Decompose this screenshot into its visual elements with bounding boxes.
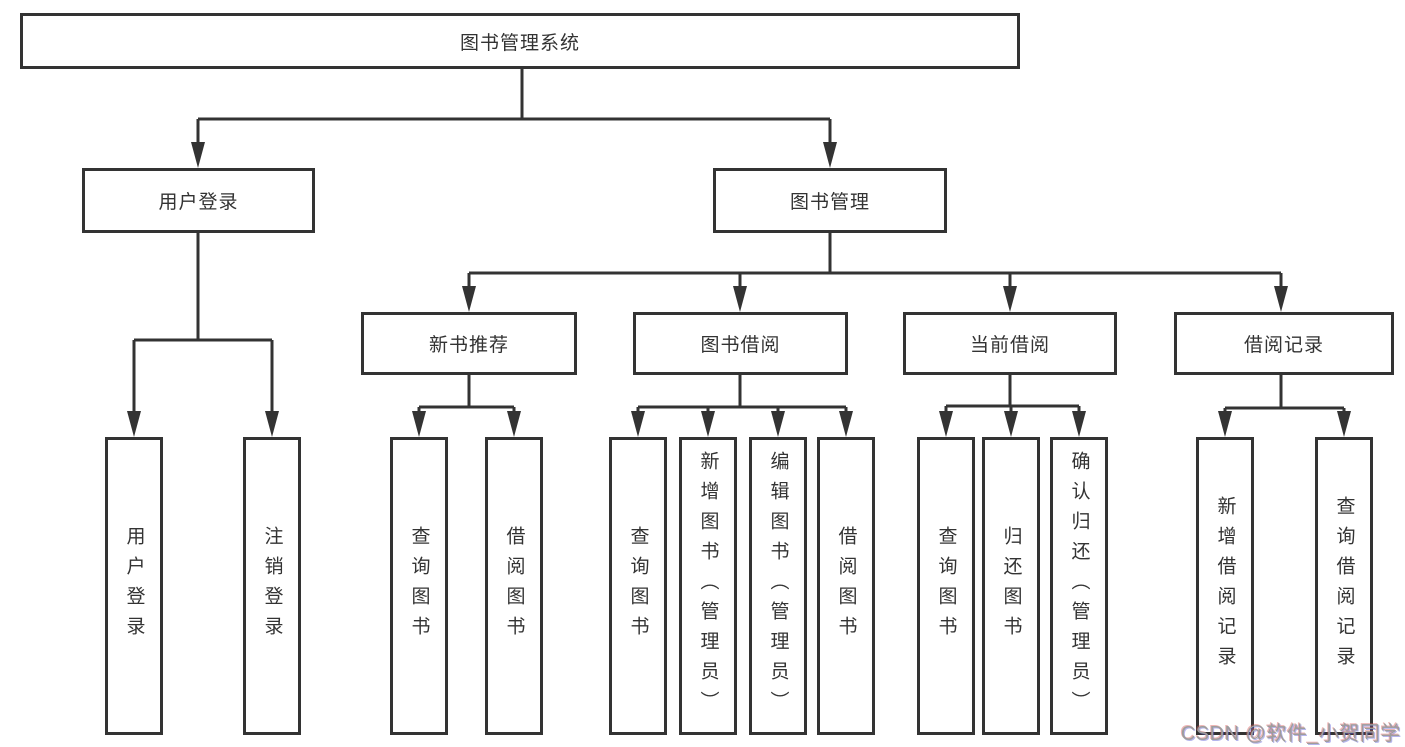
node-book-borrow: 图书借阅: [633, 312, 848, 375]
leaf-confirm-return-admin-label: 确认归还（管理员）: [1068, 451, 1090, 721]
leaf-query-books-borrow-label: 查询图书: [627, 526, 649, 646]
node-user-login-module: 用户登录: [82, 168, 315, 233]
leaf-query-borrow-record-label: 查询借阅记录: [1333, 496, 1355, 676]
leaf-query-books-current-label: 查询图书: [935, 526, 957, 646]
leaf-query-books-recommend: 查询图书: [390, 437, 448, 735]
leaf-add-borrow-record: 新增借阅记录: [1196, 437, 1254, 735]
leaf-borrow-books-recommend-label: 借阅图书: [503, 526, 525, 646]
leaf-return-books-label: 归还图书: [1000, 526, 1022, 646]
leaf-logout-label: 注销登录: [261, 526, 283, 646]
node-borrow-records-label: 借阅记录: [1243, 335, 1324, 356]
node-book-borrow-label: 图书借阅: [700, 335, 781, 356]
leaf-edit-book-admin: 编辑图书（管理员）: [749, 437, 807, 735]
leaf-user-login: 用户登录: [105, 437, 163, 735]
node-library-system: 图书管理系统: [20, 13, 1020, 69]
leaf-query-borrow-record: 查询借阅记录: [1315, 437, 1373, 735]
node-user-login-module-label: 用户登录: [158, 192, 239, 213]
leaf-borrow-books: 借阅图书: [817, 437, 875, 735]
watermark-text: CSDN @软件_小贺同学: [1180, 723, 1401, 745]
leaf-return-books: 归还图书: [982, 437, 1040, 735]
leaf-add-borrow-record-label: 新增借阅记录: [1214, 496, 1236, 676]
node-book-management-module: 图书管理: [713, 168, 947, 233]
leaf-borrow-books-label: 借阅图书: [835, 526, 857, 646]
leaf-edit-book-admin-label: 编辑图书（管理员）: [767, 451, 789, 721]
leaf-user-login-label: 用户登录: [123, 526, 145, 646]
node-new-book-recommend: 新书推荐: [361, 312, 577, 375]
leaf-query-books-current: 查询图书: [917, 437, 975, 735]
leaf-query-books-recommend-label: 查询图书: [408, 526, 430, 646]
node-borrow-records: 借阅记录: [1174, 312, 1394, 375]
node-book-management-module-label: 图书管理: [789, 192, 870, 213]
leaf-logout: 注销登录: [243, 437, 301, 735]
node-current-borrow-label: 当前借阅: [969, 335, 1050, 356]
node-new-book-recommend-label: 新书推荐: [428, 335, 509, 356]
leaf-add-book-admin: 新增图书（管理员）: [679, 437, 737, 735]
leaf-confirm-return-admin: 确认归还（管理员）: [1050, 437, 1108, 735]
node-library-system-label: 图书管理系统: [459, 32, 580, 54]
leaf-borrow-books-recommend: 借阅图书: [485, 437, 543, 735]
node-current-borrow: 当前借阅: [903, 312, 1117, 375]
leaf-query-books-borrow: 查询图书: [609, 437, 667, 735]
leaf-add-book-admin-label: 新增图书（管理员）: [697, 451, 719, 721]
